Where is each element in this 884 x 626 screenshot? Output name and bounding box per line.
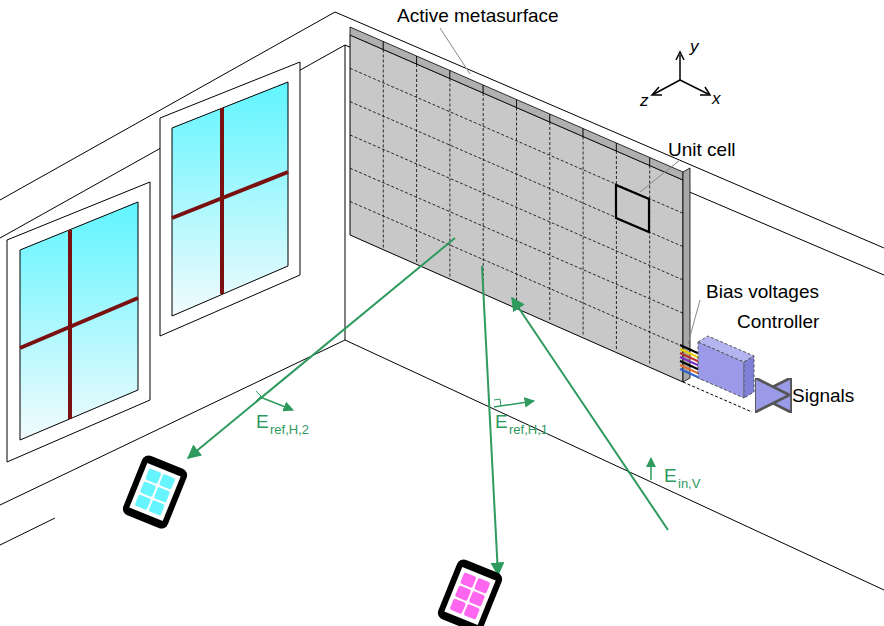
axis-label: z [640, 92, 649, 109]
grid-line [583, 137, 584, 337]
part-label: Signals [792, 386, 854, 405]
field-symbol: E [664, 466, 677, 485]
signal-arrow [760, 392, 786, 399]
phone-tile [145, 468, 162, 484]
phone-tile [469, 591, 486, 607]
leader-line [440, 28, 470, 74]
unit-cell [616, 185, 649, 232]
grid-line [449, 79, 450, 279]
phone-tile [474, 578, 491, 594]
axis-label: y [690, 38, 699, 55]
dash-line [683, 382, 752, 412]
grid-line [350, 135, 683, 280]
grid-line [350, 102, 683, 247]
phone-tile [154, 487, 171, 503]
field-subscript: ref,H,2 [270, 423, 309, 436]
cell-top [550, 114, 583, 137]
cell-top [616, 143, 649, 166]
phone-tile [148, 500, 165, 516]
field-symbol: E [495, 412, 508, 431]
grid-line [350, 202, 683, 347]
cell-top [517, 100, 550, 123]
controller-box [698, 336, 754, 398]
cell-top [417, 56, 450, 79]
part-label: Bias voltages [706, 282, 819, 301]
room-lines [0, 12, 884, 590]
cell-top [350, 27, 383, 50]
cell-top [650, 158, 683, 181]
cell-top [450, 71, 483, 94]
axis-label: x [712, 90, 721, 107]
cell-top [383, 42, 416, 65]
leader-line [640, 160, 680, 192]
phone-tile [455, 585, 472, 601]
part-label: Controller [737, 312, 819, 331]
phone-tile [463, 604, 480, 620]
cell-top [583, 129, 616, 152]
phone-tile [135, 494, 152, 510]
cell-top [483, 85, 516, 108]
beams [188, 238, 668, 575]
field-subscript: ref,H,1 [509, 423, 548, 436]
part-label: Unit cell [668, 140, 736, 159]
field-symbol: E [256, 412, 269, 431]
active-metasurface [350, 27, 690, 382]
phone [436, 557, 504, 626]
phone [121, 453, 189, 530]
part-label: Active metasurface [397, 6, 559, 25]
phone-tile [450, 598, 467, 614]
leader-line [688, 300, 700, 344]
field-subscript: in,V [678, 477, 700, 490]
axes [652, 52, 710, 95]
phone-tile [140, 481, 157, 497]
grid-line [350, 168, 683, 313]
phone-tile [159, 474, 176, 490]
phone-tile [460, 572, 477, 588]
